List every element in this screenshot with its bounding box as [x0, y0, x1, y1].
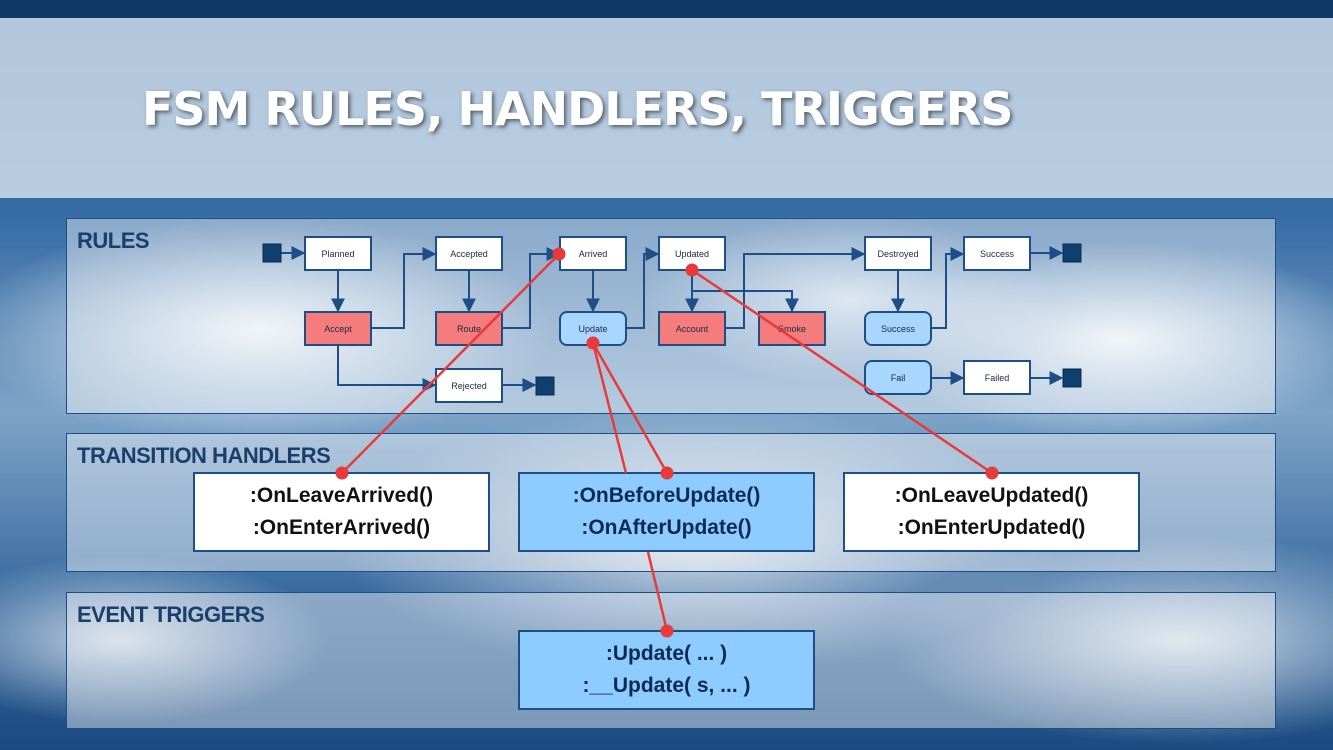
handler-on-enter-arrived: :OnEnterArrived()	[252, 516, 431, 539]
fsm-node-planned: Planned	[304, 236, 372, 271]
handler-on-enter-updated: :OnEnterUpdated()	[897, 516, 1086, 539]
terminal-node-1	[262, 243, 282, 263]
fsm-node-label: Rejected	[451, 381, 487, 391]
fsm-node-label: Update	[578, 324, 607, 334]
fsm-node-label: Fail	[891, 373, 906, 383]
fsm-node-label: Updated	[675, 249, 709, 259]
fsm-node-label: Success	[881, 324, 916, 334]
transition-arrow-6	[502, 247, 561, 329]
fsm-node-updated: Updated	[658, 236, 726, 271]
handler-box-update: :OnBeforeUpdate() :OnAfterUpdate()	[518, 472, 815, 552]
transition-arrow-4	[337, 345, 437, 392]
fsm-node-success-state: Success	[963, 236, 1031, 271]
trigger-internal-update: :__Update( s, ... )	[582, 674, 751, 697]
handler-box-arrived: :OnLeaveArrived() :OnEnterArrived()	[193, 472, 490, 552]
fsm-node-label: Account	[676, 324, 709, 334]
transition-arrow-13	[931, 247, 965, 329]
terminal-node-2	[535, 376, 555, 396]
handler-on-before-update: :OnBeforeUpdate()	[572, 484, 761, 507]
handler-on-leave-updated: :OnLeaveUpdated()	[894, 484, 1089, 507]
fsm-node-rejected: Rejected	[435, 368, 503, 403]
fsm-node-account: Account	[658, 311, 726, 346]
terminal-node-3	[1062, 243, 1082, 263]
rules-label: RULES	[77, 228, 150, 253]
fsm-node-label: Route	[457, 324, 481, 334]
handler-on-after-update: :OnAfterUpdate()	[581, 516, 752, 539]
fsm-node-label: Accept	[324, 324, 352, 334]
transition-arrow-8	[626, 247, 660, 329]
fsm-node-failed: Failed	[963, 360, 1031, 395]
fsm-node-arrived: Arrived	[559, 236, 627, 271]
fsm-node-success-event: Success	[864, 311, 932, 346]
handler-box-updated: :OnLeaveUpdated() :OnEnterUpdated()	[843, 472, 1140, 552]
fsm-node-update: Update	[559, 311, 627, 346]
transition-handlers-label: TRANSITION HANDLERS	[77, 443, 331, 468]
fsm-node-label: Success	[980, 249, 1015, 259]
terminal-node-4	[1062, 368, 1082, 388]
event-triggers-label: EVENT TRIGGERS	[77, 602, 265, 627]
transition-arrow-10	[692, 290, 799, 313]
fsm-node-accept: Accept	[304, 311, 372, 346]
fsm-node-fail: Fail	[864, 360, 932, 395]
fsm-node-destroyed: Destroyed	[864, 236, 932, 271]
fsm-node-accepted: Accepted	[435, 236, 503, 271]
fsm-node-label: Destroyed	[877, 249, 918, 259]
trigger-box-update: :Update( ... ) :__Update( s, ... )	[518, 630, 815, 710]
fsm-node-label: Smoke	[778, 324, 806, 334]
transition-arrow-3	[371, 247, 437, 329]
fsm-node-label: Failed	[985, 373, 1010, 383]
fsm-node-smoke: Smoke	[758, 311, 826, 346]
title-band	[0, 18, 1333, 198]
top-bar	[0, 0, 1333, 18]
handler-on-leave-arrived: :OnLeaveArrived()	[249, 484, 434, 507]
fsm-node-label: Planned	[321, 249, 354, 259]
fsm-node-label: Arrived	[579, 249, 608, 259]
fsm-node-label: Accepted	[450, 249, 488, 259]
fsm-node-route: Route	[435, 311, 503, 346]
slide-title: FSM RULES, HANDLERS, TRIGGERS	[142, 82, 1013, 136]
trigger-update: :Update( ... )	[605, 642, 728, 665]
